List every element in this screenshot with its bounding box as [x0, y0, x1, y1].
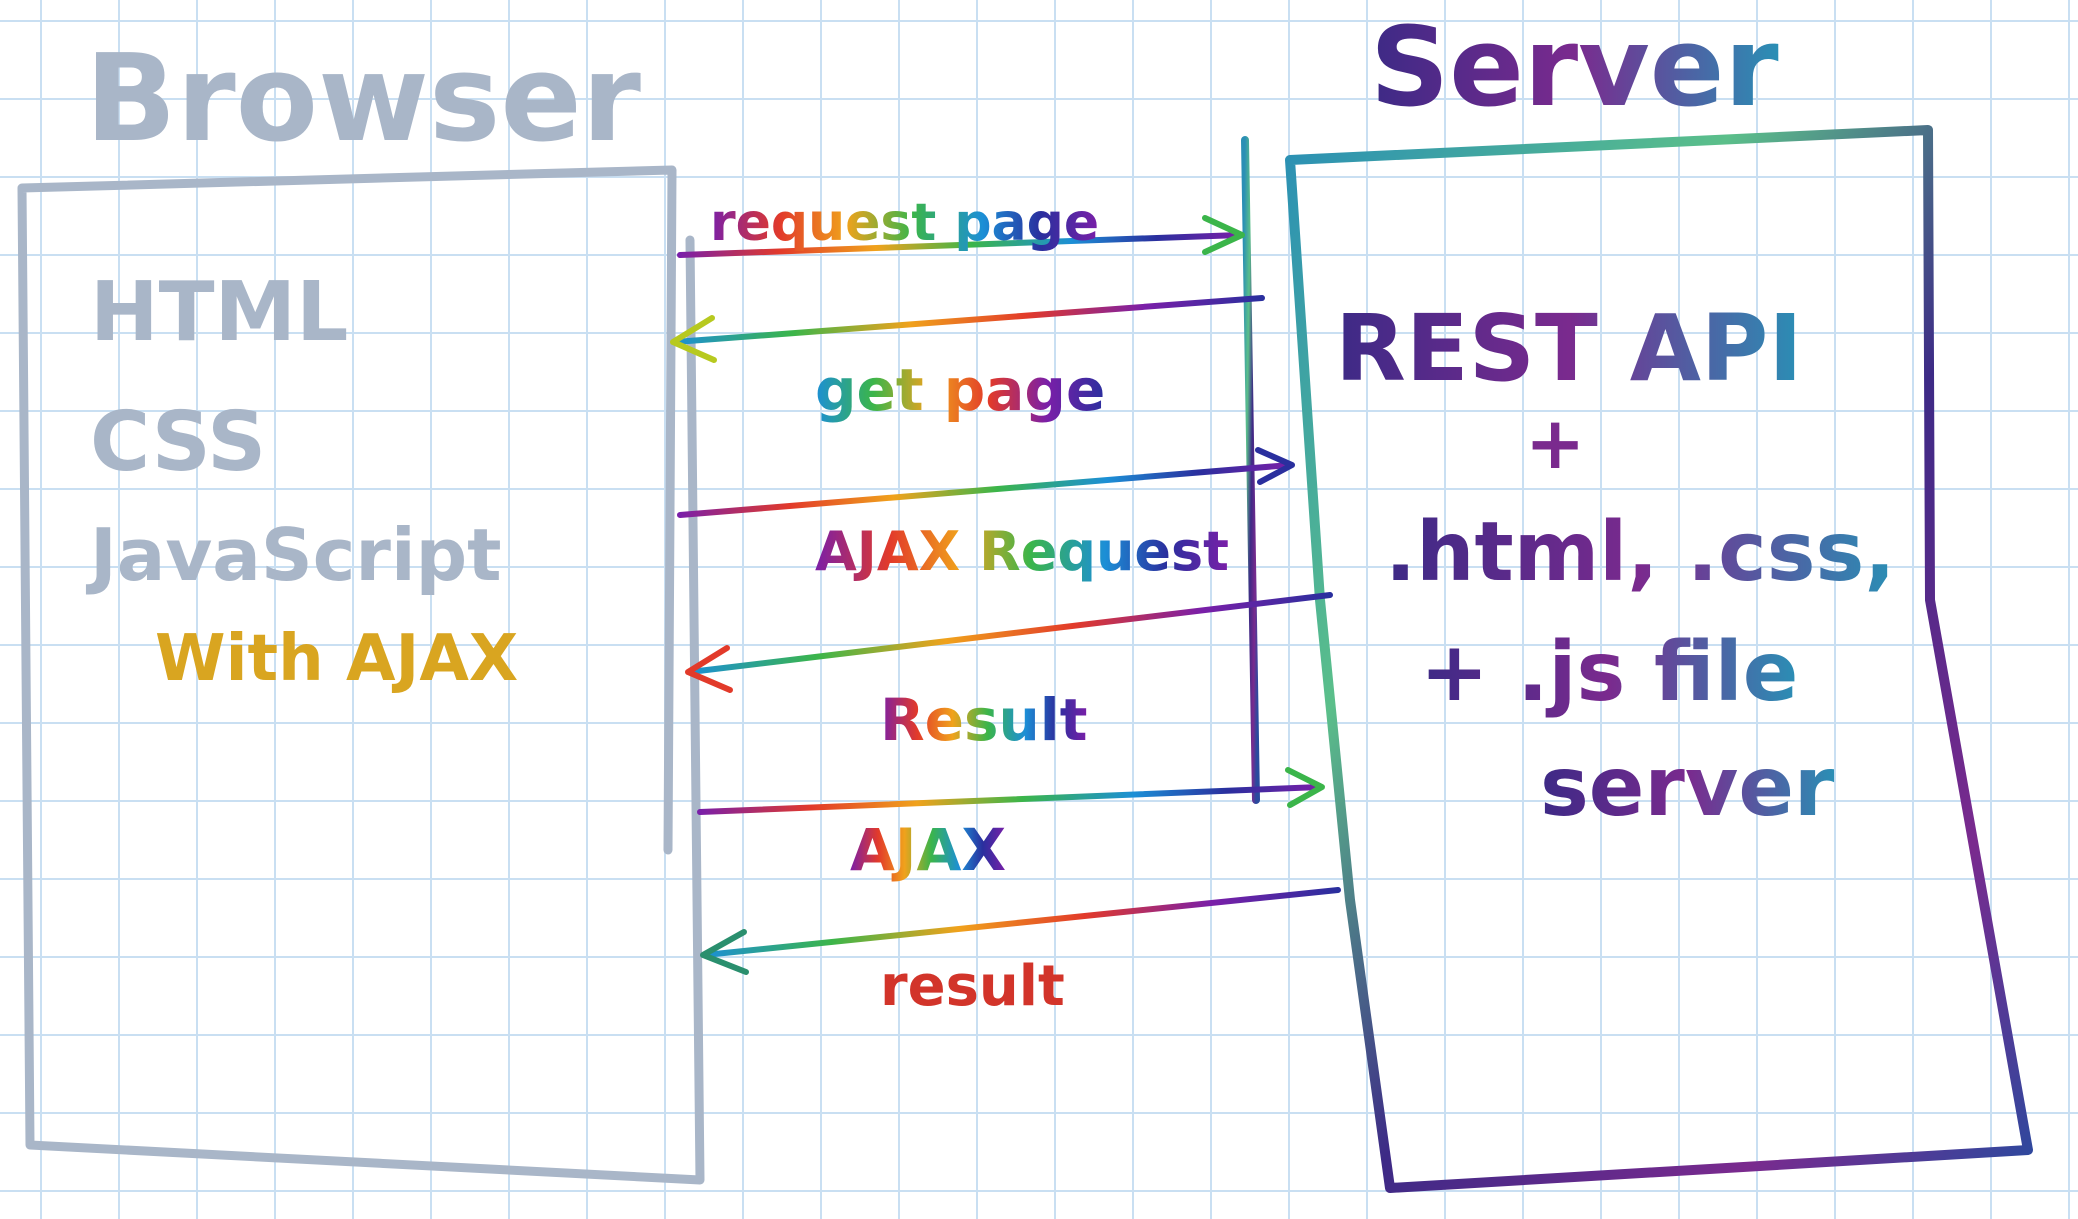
arrow-label-ajax: AJAX: [850, 816, 1006, 884]
browser-title: Browser: [85, 30, 641, 169]
arrow-label-result-2: result: [880, 954, 1065, 1019]
server-static-files: .html, .css,: [1385, 505, 1896, 600]
server-js-file: + .js file: [1420, 625, 1798, 720]
arrow-label-get-page: get page: [815, 356, 1105, 424]
browser-box: [17, 165, 705, 1185]
server-rest-api: REST API: [1335, 295, 1803, 402]
browser-ajax-note: With AJAX: [155, 622, 518, 696]
browser-item-html: HTML: [90, 265, 348, 360]
server-title: Server: [1370, 3, 1779, 131]
arrow-label-ajax-request: AJAX Request: [815, 520, 1229, 583]
arrow-result-2: [700, 887, 1341, 975]
arrow-result-1: [685, 592, 1333, 693]
arrow-get-page: [670, 295, 1265, 363]
browser-item-javascript: JavaScript: [85, 513, 502, 597]
server-plus: +: [1525, 401, 1585, 485]
arrow-ajax: [697, 767, 1325, 815]
arrow-ajax-request: [677, 447, 1295, 518]
browser-item-css: CSS: [90, 395, 266, 490]
arrow-label-result-1: Result: [880, 686, 1087, 754]
arrow-request-page: [677, 215, 1245, 258]
arrow-label-request-page: request page: [710, 193, 1099, 253]
server-label: server: [1540, 740, 1835, 835]
